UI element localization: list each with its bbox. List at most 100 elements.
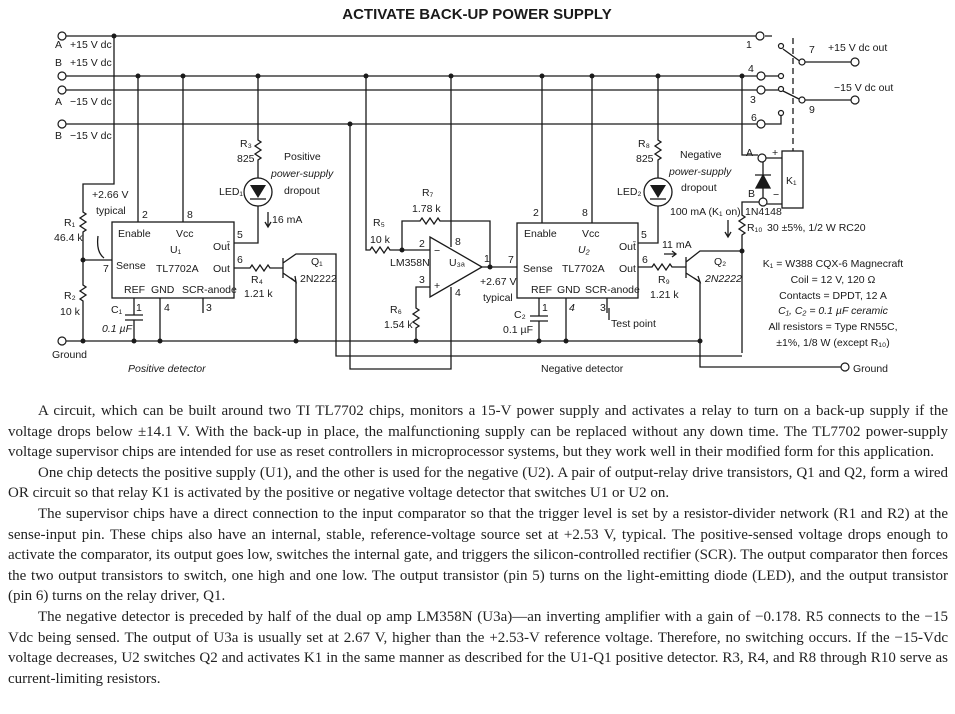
u2-outbar: Out̄ [619, 241, 636, 253]
labels: A +15 V dc B +15 V dc A −15 V dc B −15 V… [52, 39, 903, 375]
input-letter: B [55, 130, 62, 142]
terminal-b-neg[interactable] [57, 119, 67, 129]
u2-part: TL7702A [562, 263, 605, 275]
r3-value: 825 [237, 153, 255, 165]
q2-name: Q₂ [714, 256, 726, 268]
u2-pin: 7 [508, 254, 514, 266]
relay-pin: 4 [748, 63, 754, 75]
u2-pin: 3 [600, 302, 606, 314]
r2-value: 10 k [60, 306, 81, 318]
led1-caption: power-supply [270, 168, 334, 180]
input-label: −15 V dc [70, 130, 112, 142]
led2-name: LED₂ [617, 186, 642, 198]
relay-pin: 1 [746, 39, 752, 51]
u1-enable: Enable [118, 228, 151, 240]
relay-terminal-3 [756, 85, 766, 95]
terminal-a-pos[interactable] [57, 31, 67, 41]
wires [66, 35, 851, 370]
relay-minus: − [773, 189, 779, 201]
circuit-schematic: ACTIVATE BACK-UP POWER SUPPLY [52, 6, 903, 375]
led-1 [243, 177, 273, 207]
ground-out-label: Ground [853, 363, 888, 375]
relay-pin: 3 [750, 94, 756, 106]
negative-detector-label: Negative detector [541, 363, 624, 375]
u1-pin: 6 [237, 254, 243, 266]
relay-b-label: B [748, 188, 755, 200]
pos-out-label: +15 V dc out [828, 42, 887, 54]
u3-minus: − [434, 245, 440, 257]
led1-name: LED₁ [219, 186, 243, 198]
ground-in-label: Ground [52, 349, 87, 361]
u1-pin: 4 [164, 302, 170, 314]
relay-terminal-6 [756, 119, 766, 129]
r10-name: R₁₀ [747, 222, 762, 234]
u2-enable: Enable [524, 228, 557, 240]
u2-pin: 1 [542, 302, 548, 314]
r8-name: R₈ [638, 138, 650, 150]
u1-pin: 3 [206, 302, 212, 314]
u3-name: U₃ₐ [449, 257, 465, 269]
input-letter: A [55, 39, 62, 51]
terminal-pos-out[interactable] [850, 57, 860, 67]
led-2 [643, 177, 673, 207]
u1-out: Out [213, 263, 230, 275]
relay-pin: 6 [751, 112, 757, 124]
r7-value: 1.78 k [412, 203, 441, 215]
u3-pin: 8 [455, 236, 461, 248]
terminal-neg-out[interactable] [850, 95, 860, 105]
r4-name: R₄ [251, 274, 263, 286]
page-title: ACTIVATE BACK-UP POWER SUPPLY [342, 6, 611, 23]
r9-value: 1.21 k [650, 289, 679, 301]
u2-pin: 5 [641, 229, 647, 241]
r5-name: R₅ [373, 217, 385, 229]
spec-note: Coil = 12 V, 120 Ω [791, 274, 876, 286]
u3-pin: 2 [419, 238, 425, 250]
u3-pin: 1 [484, 253, 490, 265]
led2-caption: dropout [681, 182, 717, 194]
u2-pin: 4 [569, 302, 575, 314]
terminal-ground-out[interactable] [840, 362, 850, 372]
relay-pin: 9 [809, 104, 815, 116]
terminal-ground-in[interactable] [57, 336, 67, 346]
u3-pin: 3 [419, 274, 425, 286]
r7-name: R₇ [422, 187, 434, 199]
u3-plus: + [434, 280, 440, 292]
sense-voltage-1: +2.66 V [92, 189, 129, 201]
relay-a-label: A [746, 147, 753, 159]
paragraph: A circuit, which can be built around two… [8, 403, 948, 461]
terminal-a-neg[interactable] [57, 85, 67, 95]
u2-scr: SCR-anode [585, 284, 640, 296]
spec-note: K₁ = W388 CQX-6 Magnecraft [763, 258, 903, 270]
sense-voltage-2: +2.67 V [480, 276, 517, 288]
u2-pin: 6 [642, 254, 648, 266]
u1-pin: 2 [142, 209, 148, 221]
paragraph: One chip detects the positive supply (U1… [8, 464, 948, 502]
led2-caption: Negative [680, 149, 722, 161]
u1-scr: SCR-anode [182, 284, 237, 296]
u2-sense: Sense [523, 263, 553, 275]
sense-voltage-2-note: typical [483, 292, 513, 304]
spec-note: All resistors = Type RN55C, [768, 321, 897, 333]
r3-name: R₃ [240, 138, 252, 150]
input-label: −15 V dc [70, 96, 112, 108]
r9-name: R₉ [658, 274, 670, 286]
positive-detector-label: Positive detector [128, 363, 206, 375]
q2-part: 2N2222 [704, 273, 742, 285]
u1-ref: REF [124, 284, 145, 296]
neg-out-label: −15 V dc out [834, 82, 893, 94]
u1-pin: 7 [103, 263, 109, 275]
u2-vcc: Vcc [582, 228, 600, 240]
u1-pin: 8 [187, 209, 193, 221]
u1-pin: 1 [136, 302, 142, 314]
u2-pin: 2 [533, 207, 539, 219]
u1-outbar: Out̄ [213, 241, 230, 253]
relay-pin: 7 [809, 44, 815, 56]
relay-plus: + [772, 147, 778, 159]
sense-voltage-1-note: typical [96, 205, 126, 217]
r5-value: 10 k [370, 234, 391, 246]
u1-gnd: GND [151, 284, 175, 296]
u1-name: U₁ [170, 244, 182, 256]
r1-name: R₁ [64, 217, 76, 229]
diode-1n4148-icon [756, 175, 770, 188]
terminal-b-pos[interactable] [57, 71, 67, 81]
